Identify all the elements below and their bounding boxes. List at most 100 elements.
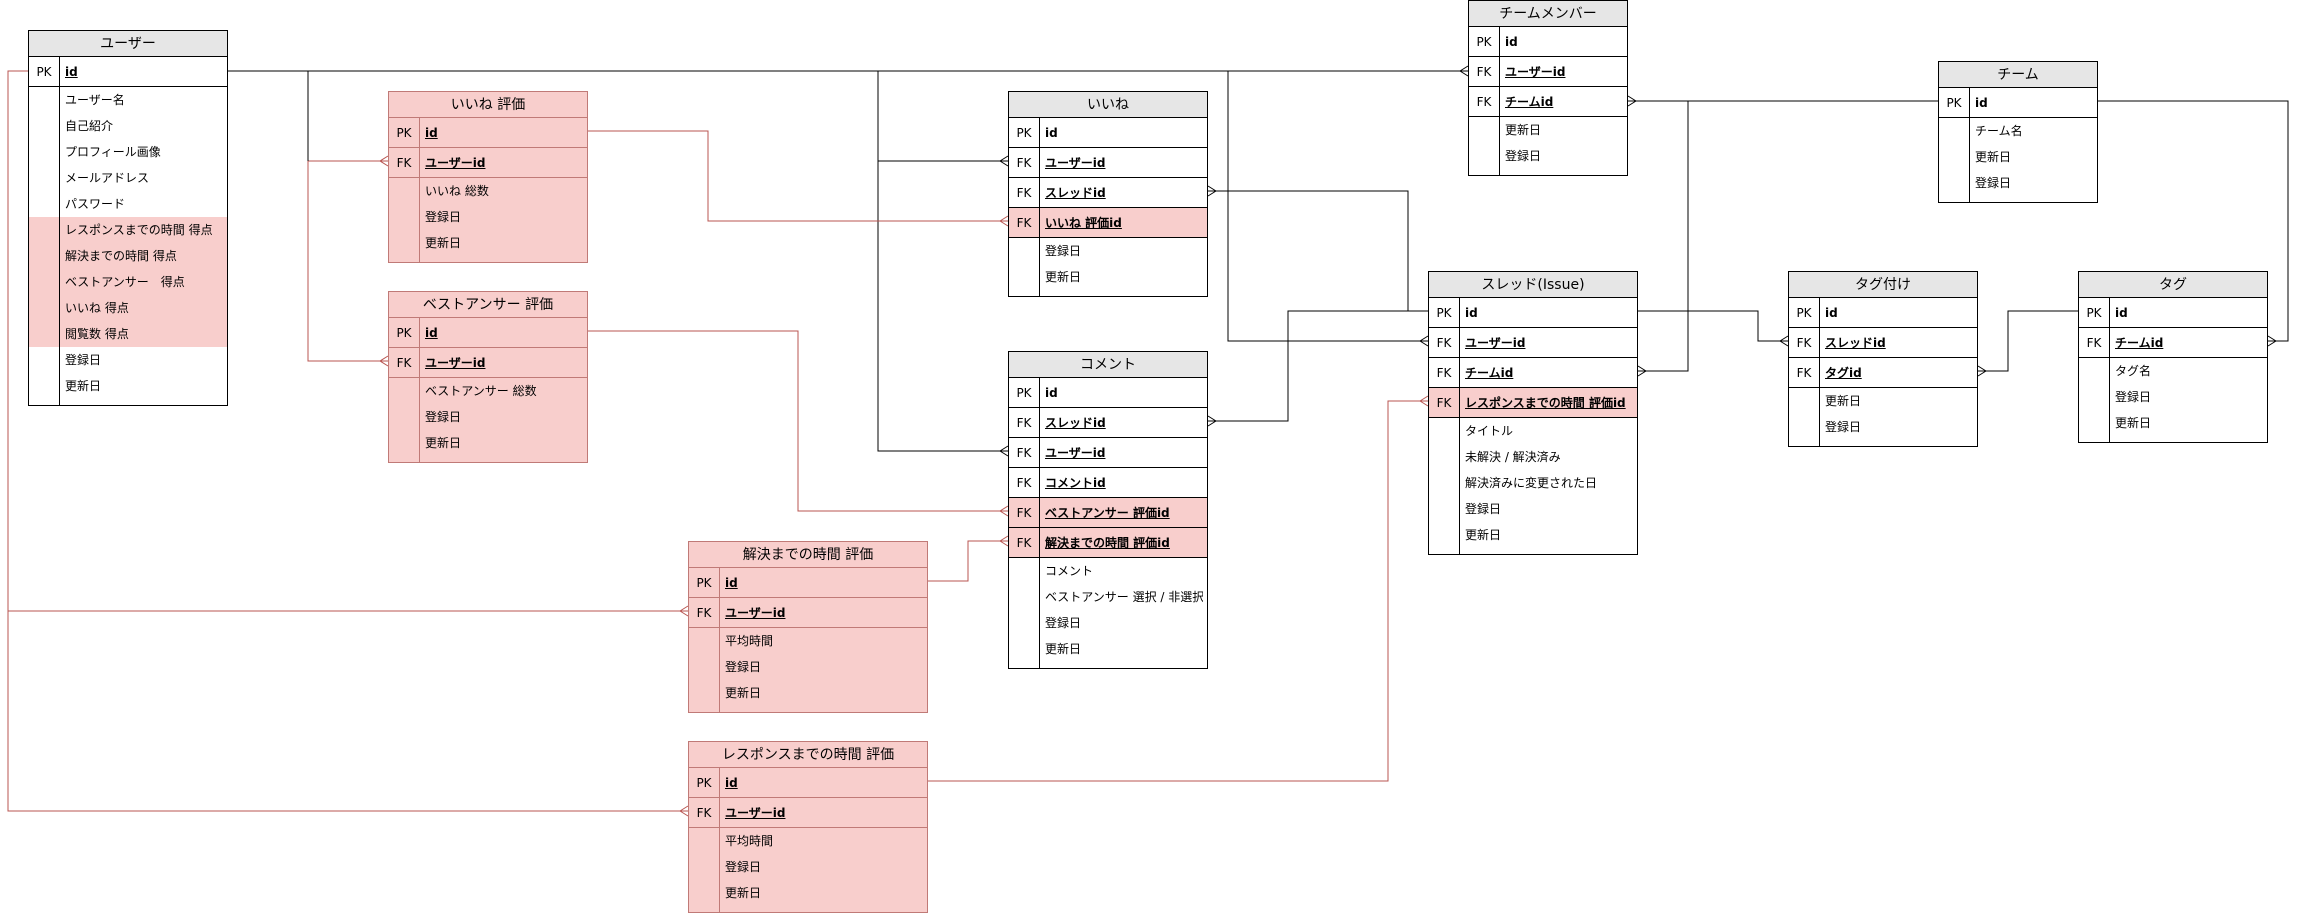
field-name: 更新日 bbox=[1825, 394, 1862, 408]
key-field-name: 解決までの時間 評価id bbox=[1045, 536, 1170, 550]
field-name: チーム名 bbox=[1975, 124, 2023, 138]
field-name: ベストアンサー 選択 / 非選択 bbox=[1045, 590, 1203, 604]
key-row: FK スレッドid bbox=[1009, 178, 1207, 208]
key-type-label: FK bbox=[1016, 476, 1032, 490]
key-field-name: スレッドid bbox=[1825, 336, 1886, 350]
key-field-name: ユーザーid bbox=[425, 156, 486, 170]
relation-user-ba-eval bbox=[307, 161, 388, 362]
field-row: 更新日 bbox=[689, 880, 927, 906]
field-name: 更新日 bbox=[725, 686, 762, 700]
field-row: 更新日 bbox=[1939, 144, 2097, 170]
relation-thread-tagging bbox=[1638, 310, 1788, 342]
key-row: FK ベストアンサー 評価id bbox=[1009, 498, 1207, 528]
field-name: ユーザー名 bbox=[65, 93, 125, 107]
relation-team-thread bbox=[1638, 101, 1689, 372]
key-type-label: FK bbox=[1476, 65, 1492, 79]
field-name: いいね 得点 bbox=[65, 301, 129, 315]
key-row: FK スレッドid bbox=[1789, 328, 1977, 358]
key-field-name: スレッドid bbox=[1045, 186, 1106, 200]
key-field-name: id bbox=[725, 776, 738, 790]
field-name: 閲覧数 得点 bbox=[65, 327, 129, 341]
field-row: 登録日 bbox=[2079, 384, 2267, 410]
key-field-name: id bbox=[425, 326, 438, 340]
field-name: 登録日 bbox=[65, 353, 102, 367]
field-name: 登録日 bbox=[725, 860, 762, 874]
field-row: ユーザー名 bbox=[29, 87, 227, 113]
key-type-label: FK bbox=[1796, 336, 1812, 350]
relation-user-like-eval bbox=[307, 71, 388, 162]
field-row: タグ名 bbox=[2079, 358, 2267, 384]
field-row: 未解決 / 解決済み bbox=[1429, 444, 1637, 470]
relation-user-comment bbox=[877, 161, 1008, 452]
key-type-label: FK bbox=[1436, 336, 1452, 350]
field-row: 登録日 bbox=[389, 404, 587, 430]
field-name: 自己紹介 bbox=[65, 119, 114, 133]
key-field-name: チームid bbox=[1465, 366, 1514, 380]
column-divider bbox=[1459, 298, 1460, 554]
key-field-name: id bbox=[725, 576, 738, 590]
relation-user-thread bbox=[1227, 71, 1428, 342]
entity-title: チームメンバー bbox=[1469, 1, 1627, 27]
key-field-name: ベストアンサー 評価id bbox=[1045, 506, 1170, 520]
key-field-name: チームid bbox=[1505, 95, 1554, 109]
key-type-label: FK bbox=[1016, 186, 1032, 200]
field-row: 更新日 bbox=[1009, 636, 1207, 662]
crows-foot-marker bbox=[999, 505, 1009, 517]
field-name: 未解決 / 解決済み bbox=[1465, 450, 1561, 464]
column-divider bbox=[419, 118, 420, 262]
crows-foot-marker bbox=[999, 215, 1009, 227]
key-field-name: いいね 評価id bbox=[1045, 216, 1122, 230]
key-field-name: id bbox=[1975, 96, 1988, 110]
field-name: 登録日 bbox=[1975, 176, 2012, 190]
relation-user-resolve-eval bbox=[7, 70, 688, 612]
relation-thread-like bbox=[1208, 190, 1428, 312]
key-type-label: PK bbox=[396, 326, 412, 340]
column-divider bbox=[2109, 298, 2110, 442]
key-type-label: FK bbox=[1016, 536, 1032, 550]
key-type-label: FK bbox=[696, 606, 712, 620]
field-name: 更新日 bbox=[1045, 642, 1082, 656]
field-name: 登録日 bbox=[1465, 502, 1502, 516]
column-divider bbox=[1039, 118, 1040, 296]
entity-title: チーム bbox=[1939, 62, 2097, 88]
crows-foot-marker bbox=[1207, 415, 1217, 427]
field-row: 更新日 bbox=[389, 230, 587, 256]
field-row: ベストアンサー 得点 bbox=[29, 269, 227, 295]
column-divider bbox=[719, 568, 720, 712]
field-name: パスワード bbox=[65, 197, 126, 211]
key-field-name: ユーザーid bbox=[725, 806, 786, 820]
field-row: 解決済みに変更された日 bbox=[1429, 470, 1637, 496]
entity-title: ベストアンサー 評価 bbox=[389, 292, 587, 318]
field-name: 解決までの時間 得点 bbox=[65, 249, 177, 263]
field-name: レスポンスまでの時間 得点 bbox=[65, 223, 213, 237]
key-type-label: PK bbox=[1796, 306, 1812, 320]
relation-response-eval-thread bbox=[928, 400, 1428, 782]
crows-foot-marker bbox=[679, 605, 689, 617]
field-name: 更新日 bbox=[1465, 528, 1502, 542]
field-row: メールアドレス bbox=[29, 165, 227, 191]
relation-user-like bbox=[877, 71, 1008, 162]
key-type-label: FK bbox=[1016, 506, 1032, 520]
entity-title: コメント bbox=[1009, 352, 1207, 378]
key-field-name: id bbox=[2115, 306, 2128, 320]
key-field-name: ユーザーid bbox=[1045, 156, 1106, 170]
crows-foot-marker bbox=[379, 155, 389, 167]
